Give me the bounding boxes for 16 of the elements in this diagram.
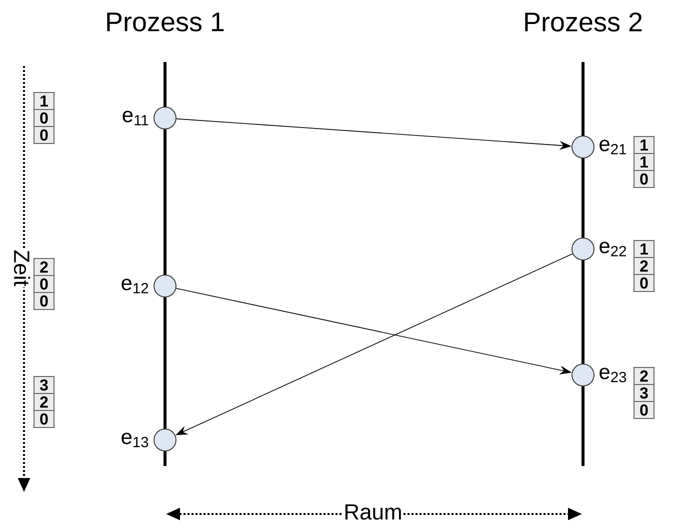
vector-box: 1 0 0	[34, 92, 54, 144]
vector-box: 2 0 0	[34, 258, 54, 310]
event-label: e$_{23}$	[600, 368, 626, 382]
event-label: e$_{12}$	[122, 278, 148, 294]
vector-box: 3 2 0	[34, 376, 54, 428]
event-label: e$_{21}$	[600, 140, 626, 154]
event-label: e$_{22}$	[600, 242, 626, 256]
event-label: e$_{13}$	[122, 432, 148, 448]
event-label: e$_{11}$	[122, 110, 148, 126]
vector-box: 1 2 0	[634, 240, 654, 292]
axis-label: Zeit	[12, 248, 32, 288]
vector-box: 1 1 0	[634, 136, 654, 188]
vector-box: 2 3 0	[634, 367, 654, 419]
process-title: Prozess 1	[107, 12, 224, 32]
axis-label: Raum	[342, 503, 404, 521]
process-title: Prozess 2	[525, 12, 642, 32]
